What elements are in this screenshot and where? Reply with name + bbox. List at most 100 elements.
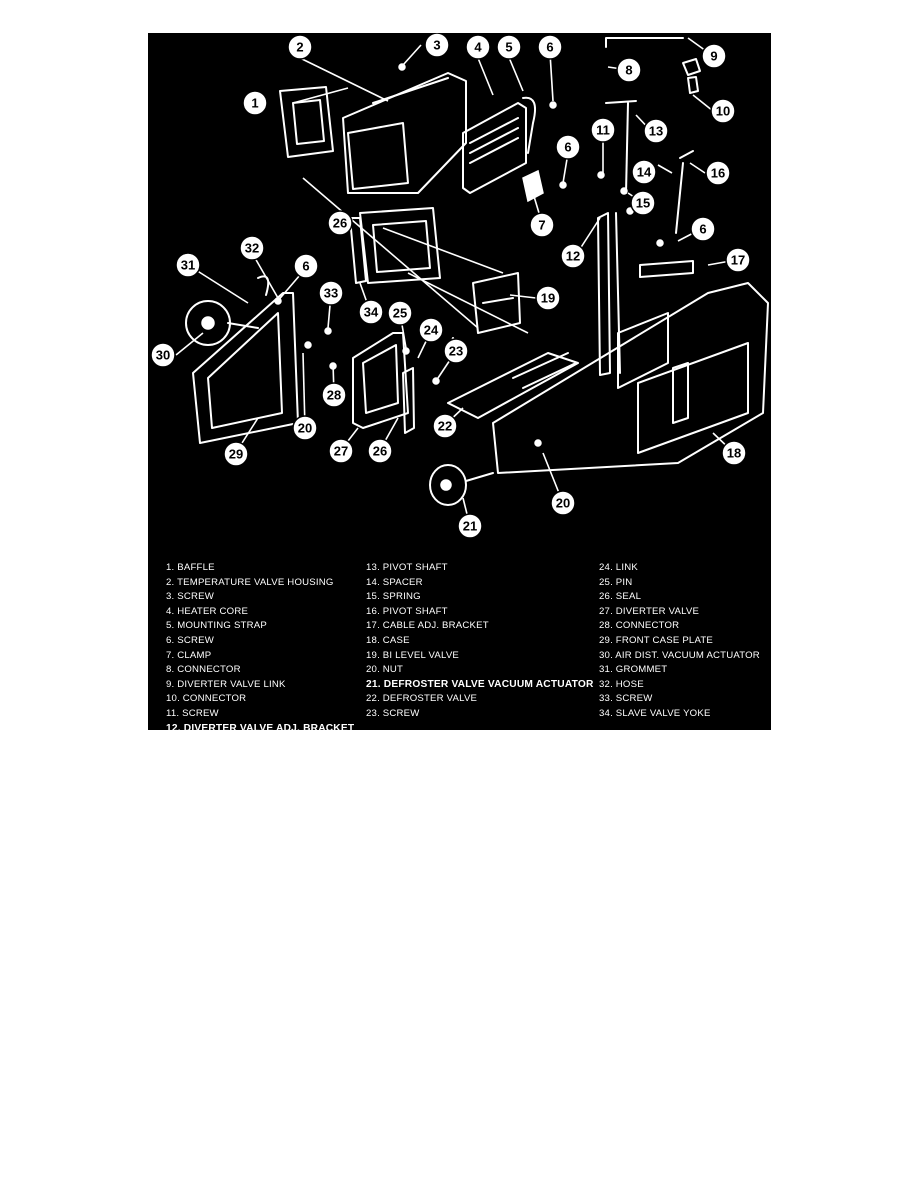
callout-1: 1 xyxy=(242,90,268,116)
temperature-valve-housing-part xyxy=(342,72,467,194)
diverter-adj-bracket-part xyxy=(597,212,621,376)
callout-3: 3 xyxy=(424,33,450,58)
bi-level-valve-part xyxy=(472,272,521,334)
hardware-small-parts xyxy=(257,58,701,447)
legend-item: 26. SEAL xyxy=(599,591,642,603)
legend-item: 25. PIN xyxy=(599,576,633,588)
svg-text:6: 6 xyxy=(302,259,309,274)
legend-item: 29. FRONT CASE PLATE xyxy=(599,634,714,646)
callout-15: 15 xyxy=(630,190,656,216)
callout-7: 7 xyxy=(529,212,555,238)
callout-24: 24 xyxy=(418,317,444,343)
legend-item: 14. SPACER xyxy=(366,576,423,588)
svg-text:3: 3 xyxy=(433,38,440,53)
svg-text:27: 27 xyxy=(334,444,348,459)
svg-text:26: 26 xyxy=(333,216,347,231)
legend-item: 20. NUT xyxy=(366,664,404,676)
svg-text:1: 1 xyxy=(251,96,258,111)
cable-adj-bracket-part xyxy=(639,260,694,278)
callout-12: 12 xyxy=(560,243,586,269)
exploded-view-drawing: 1 2 3 4 5 6 8 9 10 11 13 6 14 16 7 15 12… xyxy=(150,33,769,539)
legend-item: 8. CONNECTOR xyxy=(166,664,241,676)
legend-item: 19. BI LEVEL VALVE xyxy=(366,649,460,661)
callout-31: 31 xyxy=(175,252,201,278)
callout-8: 8 xyxy=(616,57,642,83)
svg-text:4: 4 xyxy=(474,40,482,55)
exploded-view-figure: 1 2 3 4 5 6 8 9 10 11 13 6 14 16 7 15 12… xyxy=(148,33,771,730)
callout-20-right: 20 xyxy=(550,490,576,516)
callout-6c: 6 xyxy=(690,216,716,242)
callout-27: 27 xyxy=(328,438,354,464)
callout-23: 23 xyxy=(443,338,469,364)
legend-item: 24. LINK xyxy=(599,562,638,573)
defroster-actuator-part xyxy=(429,464,494,506)
callout-4: 4 xyxy=(465,34,491,60)
callout-28: 28 xyxy=(321,382,347,408)
svg-text:10: 10 xyxy=(716,104,730,119)
legend-item: 5. MOUNTING STRAP xyxy=(166,620,267,632)
air-dist-actuator-part xyxy=(185,300,259,346)
svg-text:11: 11 xyxy=(596,123,610,138)
legend-item: 6. SCREW xyxy=(166,634,214,646)
legend-column-1: 1. BAFFLE 2. TEMPERATURE VALVE HOUSING 3… xyxy=(166,561,354,730)
svg-text:20: 20 xyxy=(556,496,570,511)
legend-column-3: 24. LINK 25. PIN 26. SEAL 27. DIVERTER V… xyxy=(599,561,760,722)
legend-item: 9. DIVERTER VALVE LINK xyxy=(166,678,286,690)
legend-item: 12. DIVERTER VALVE ADJ. BRACKET xyxy=(166,722,355,730)
svg-text:33: 33 xyxy=(324,286,338,301)
svg-text:22: 22 xyxy=(438,419,452,434)
callout-29: 29 xyxy=(223,441,249,467)
legend-item: 30. AIR DIST. VACUUM ACTUATOR xyxy=(599,649,760,661)
svg-text:24: 24 xyxy=(424,323,439,338)
legend-item: 28. CONNECTOR xyxy=(599,620,680,632)
svg-text:6: 6 xyxy=(699,222,706,237)
svg-text:28: 28 xyxy=(327,388,341,403)
callout-30: 30 xyxy=(150,342,176,368)
svg-text:9: 9 xyxy=(710,49,717,64)
legend-item: 34. SLAVE VALVE YOKE xyxy=(599,707,711,719)
callout-32: 32 xyxy=(239,235,265,261)
callout-22: 22 xyxy=(432,413,458,439)
callout-19: 19 xyxy=(535,285,561,311)
legend-item: 16. PIVOT SHAFT xyxy=(366,605,448,617)
callout-21: 21 xyxy=(457,513,483,539)
svg-text:15: 15 xyxy=(636,196,650,211)
legend-item: 10. CONNECTOR xyxy=(166,693,247,705)
svg-text:6: 6 xyxy=(564,140,571,155)
pivot-shaft-13-part xyxy=(605,100,637,194)
baffle-part xyxy=(279,86,334,158)
legend-item: 33. SCREW xyxy=(599,693,653,705)
svg-text:5: 5 xyxy=(505,40,512,55)
callout-5: 5 xyxy=(496,34,522,60)
seal-26-lower-part xyxy=(402,367,415,434)
legend-item: 22. DEFROSTER VALVE xyxy=(366,693,478,705)
legend-item: 18. CASE xyxy=(366,634,410,646)
legend-column-2: 13. PIVOT SHAFT 14. SPACER 15. SPRING 16… xyxy=(366,561,594,722)
legend-item: 21. DEFROSTER VALVE VACUUM ACTUATOR xyxy=(366,678,594,690)
svg-text:16: 16 xyxy=(711,166,725,181)
callout-6: 6 xyxy=(537,34,563,60)
legend-item: 7. CLAMP xyxy=(166,649,212,661)
callout-18: 18 xyxy=(721,440,747,466)
callout-14: 14 xyxy=(631,159,657,185)
callout-26-upper: 26 xyxy=(327,210,353,236)
svg-text:8: 8 xyxy=(625,63,632,78)
clamp-part xyxy=(522,169,544,203)
callout-10: 10 xyxy=(710,98,736,124)
svg-text:14: 14 xyxy=(637,165,652,180)
legend-item: 27. DIVERTER VALVE xyxy=(599,605,700,617)
legend-item: 17. CABLE ADJ. BRACKET xyxy=(366,620,489,632)
callout-34: 34 xyxy=(358,299,384,325)
legend-item: 3. SCREW xyxy=(166,591,214,603)
legend-item: 23. SCREW xyxy=(366,707,420,719)
svg-text:18: 18 xyxy=(727,446,741,461)
svg-text:31: 31 xyxy=(181,258,195,273)
diverter-valve-link-part xyxy=(605,37,684,48)
svg-text:25: 25 xyxy=(393,306,407,321)
callout-25: 25 xyxy=(387,300,413,326)
svg-text:32: 32 xyxy=(245,241,259,256)
svg-text:26: 26 xyxy=(373,444,387,459)
callout-6d: 6 xyxy=(293,253,319,279)
svg-text:19: 19 xyxy=(541,291,555,306)
defroster-valve-part xyxy=(447,352,579,419)
